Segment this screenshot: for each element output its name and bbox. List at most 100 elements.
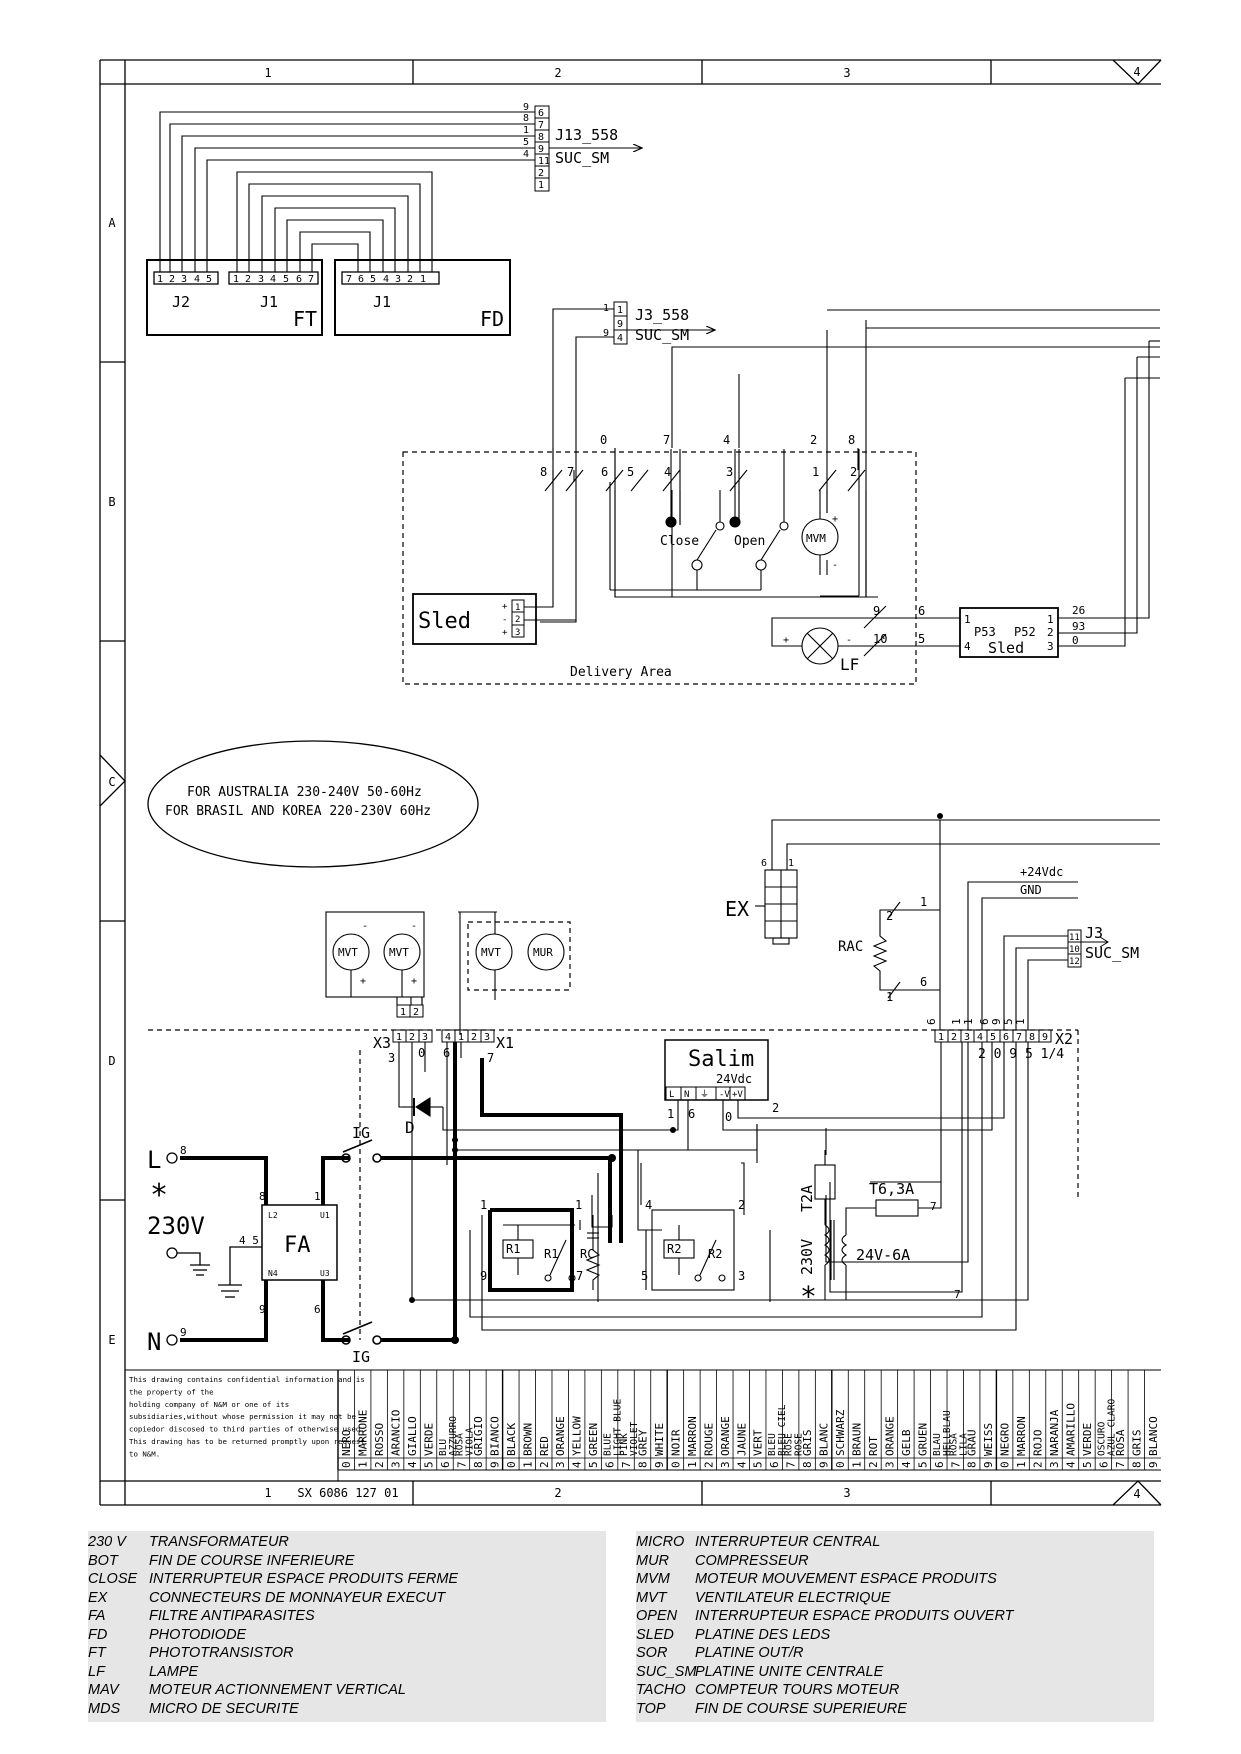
color-table-name: ROSSO: [373, 1423, 386, 1456]
color-table-number: 2: [702, 1461, 715, 1468]
svg-text:8: 8: [259, 1190, 266, 1203]
mains-l-label: L: [147, 1146, 161, 1174]
svg-text:1: 1: [1047, 613, 1054, 626]
svg-text:10: 10: [873, 632, 887, 646]
transformer: [814, 1150, 962, 1301]
svg-text:6: 6: [538, 108, 544, 119]
svg-text:5: 5: [641, 1269, 648, 1283]
color-table-name: GRIS: [801, 1430, 814, 1457]
color-table-number: 0: [669, 1461, 682, 1468]
lf-label: LF: [840, 655, 859, 674]
svg-text:2: 2: [951, 1032, 957, 1043]
lf-plus: +: [783, 635, 789, 646]
color-table-name: BRAUN: [850, 1423, 863, 1456]
color-table-name: ARANCIO: [390, 1410, 403, 1456]
color-table-number: 7: [455, 1461, 468, 1468]
color-table-number: 3: [883, 1461, 896, 1468]
color-table-name: BLAU: [932, 1433, 943, 1456]
legend-code: TOP: [636, 1700, 666, 1717]
confidential-note-line: subsidiaries,without whose permission it…: [129, 1412, 356, 1421]
legend-code: FT: [88, 1645, 106, 1661]
svg-text:3: 3: [181, 274, 187, 285]
svg-text:+: +: [502, 602, 508, 612]
color-table-name: VERT: [752, 1429, 765, 1456]
svg-text:0: 0: [725, 1110, 732, 1124]
svg-text:6: 6: [601, 465, 608, 479]
color-table-number: 0: [834, 1461, 847, 1468]
transformer-primary-label: 230V: [798, 1239, 816, 1275]
drawing-number: SX 6086 127 01: [297, 1486, 398, 1500]
drawing-frame: [99, 59, 1162, 1506]
svg-text:1: 1: [538, 180, 544, 191]
j1-fd-label: J1: [373, 293, 391, 311]
svg-text:5: 5: [523, 137, 529, 148]
fa-terminals: L2 U1 N4 U3: [268, 1211, 330, 1278]
mvt-1-label: MVT: [338, 946, 358, 959]
svg-text:5: 5: [627, 465, 634, 479]
svg-text:6: 6: [925, 1018, 938, 1025]
color-table-name: NEGRO: [999, 1423, 1012, 1456]
frame-row-e: E: [108, 1333, 115, 1347]
voltage-note-ellipse: [147, 740, 479, 868]
color-table-number: 0: [340, 1461, 353, 1468]
open-label: Open: [734, 534, 765, 549]
relay-r2: [651, 1209, 735, 1291]
legend-description: MOTEUR ACTIONNEMENT VERTICAL: [149, 1682, 406, 1698]
power-board-dashed: [148, 921, 1079, 1340]
color-table-name: VERDE: [1081, 1423, 1094, 1456]
color-table-name: NARANJA: [1048, 1409, 1061, 1456]
confidential-note-line: copiedor discosed to third parties of ot…: [129, 1425, 365, 1434]
transformer-secondary-label: 24V-6A: [856, 1246, 910, 1264]
color-table-name: NOIR: [669, 1429, 682, 1456]
sled-pins: 123 +-+: [502, 602, 520, 638]
color-table-name: AMARILLO: [1064, 1403, 1077, 1456]
svg-text:1: 1: [667, 1107, 674, 1121]
color-table-name: BLUE: [603, 1433, 614, 1456]
svg-text:7: 7: [1016, 1032, 1022, 1043]
svg-text:7: 7: [346, 274, 352, 285]
svg-text:8: 8: [180, 1144, 187, 1157]
color-table-number: 1: [521, 1461, 534, 1468]
svg-text:2: 2: [1047, 626, 1054, 639]
svg-text:2: 2: [413, 1007, 419, 1018]
svg-text:2: 2: [886, 909, 893, 923]
svg-text:+: +: [502, 628, 508, 638]
ft-board: [146, 259, 323, 336]
svg-text:11: 11: [538, 156, 550, 167]
close-label: Close: [660, 534, 699, 549]
r2-contact-label: R2: [708, 1247, 722, 1261]
j3-connector: [613, 301, 715, 345]
svg-text:0: 0: [600, 433, 607, 447]
svg-text:1: 1: [950, 1018, 963, 1025]
color-table-name: GREY: [637, 1429, 650, 1456]
svg-text:1: 1: [515, 603, 520, 613]
color-table-number: 5: [1081, 1461, 1094, 1468]
svg-text:4 5: 4 5: [239, 1234, 259, 1247]
color-table-name: MARRON: [1015, 1416, 1028, 1456]
legend-code: MDS: [88, 1700, 121, 1717]
legend-code: MVT: [636, 1589, 667, 1606]
legend-code: LF: [88, 1663, 105, 1680]
x1-label: X1: [496, 1034, 514, 1052]
delivery-area-label: Delivery Area: [570, 665, 672, 680]
color-table-name: JAUNE: [735, 1423, 748, 1456]
svg-text:-: -: [502, 615, 507, 625]
salim-label: Salim: [688, 1047, 754, 1072]
power-switch-ig: [341, 1139, 382, 1345]
legend-code: SLED: [636, 1626, 674, 1643]
legend-code: 230 V: [88, 1534, 126, 1550]
color-table-name: ROUGE: [702, 1423, 715, 1456]
svg-text:2: 2: [850, 465, 857, 479]
color-table-name: VERDE: [423, 1423, 436, 1456]
svg-text:2: 2: [407, 274, 413, 285]
